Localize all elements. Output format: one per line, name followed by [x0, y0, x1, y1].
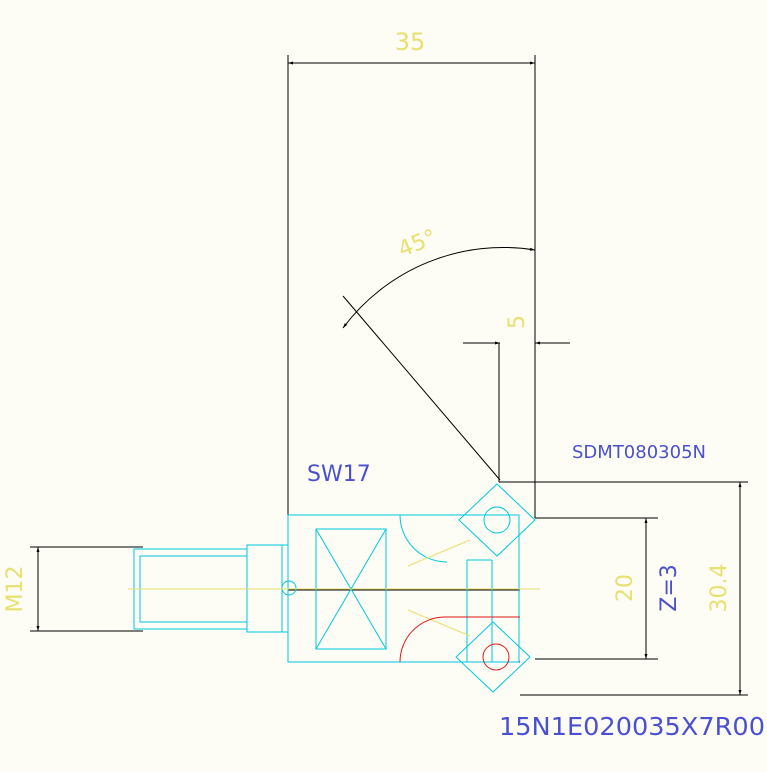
tool-head-cyan-geometry — [133, 483, 536, 693]
dim-m12-text: M12 — [3, 566, 28, 613]
extension-lines-right — [499, 481, 748, 696]
red-features — [399, 616, 520, 671]
part-number-label: 15N1E020035X7R00 — [499, 712, 765, 741]
dimension-angle-45 — [342, 247, 536, 481]
dim-30-4-text: 30.4 — [707, 564, 732, 613]
tool-body-outline — [287, 55, 536, 663]
dim-5-text: 5 — [505, 315, 530, 329]
wrench-size-label: SW17 — [307, 462, 371, 487]
dimension-5 — [463, 341, 570, 482]
dim-20-text: 20 — [613, 574, 638, 602]
teeth-count-label: Z=3 — [657, 564, 682, 612]
dim-35-text: 35 — [395, 28, 426, 56]
dim-45-text: 45° — [395, 225, 441, 263]
center-lines — [128, 539, 540, 637]
insert-code-label: SDMT080305N — [572, 442, 706, 463]
dimension-m12 — [30, 546, 143, 632]
